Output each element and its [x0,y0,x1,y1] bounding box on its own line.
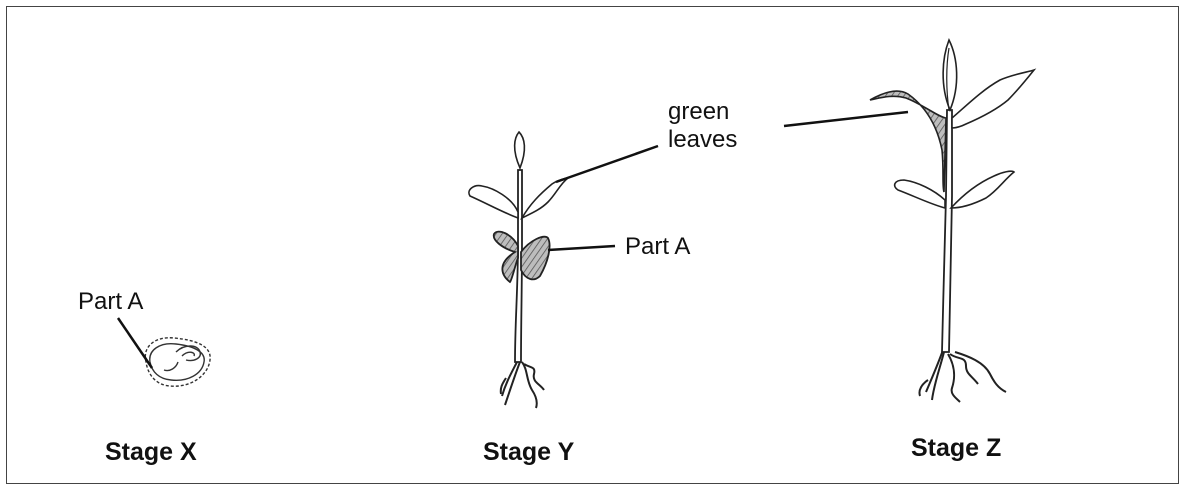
green-leaves-pointer-z [784,112,908,126]
stage-x-caption: Stage X [105,440,197,465]
seed-stage-x [145,338,210,386]
green-leaves-pointer-y [556,146,658,182]
part-a-pointer-x [118,318,152,368]
green-leaves-label-line1: green [668,100,729,124]
stage-z-caption: Stage Z [911,436,1001,461]
seedling-stage-y [469,132,568,408]
part-a-pointer-y [548,246,615,250]
plant-stage-z [870,40,1034,402]
stage-y-caption: Stage Y [483,440,574,465]
part-a-label-x: Part A [78,290,143,314]
green-leaves-label-line2: leaves [668,128,737,152]
part-a-label-y: Part A [625,235,690,259]
